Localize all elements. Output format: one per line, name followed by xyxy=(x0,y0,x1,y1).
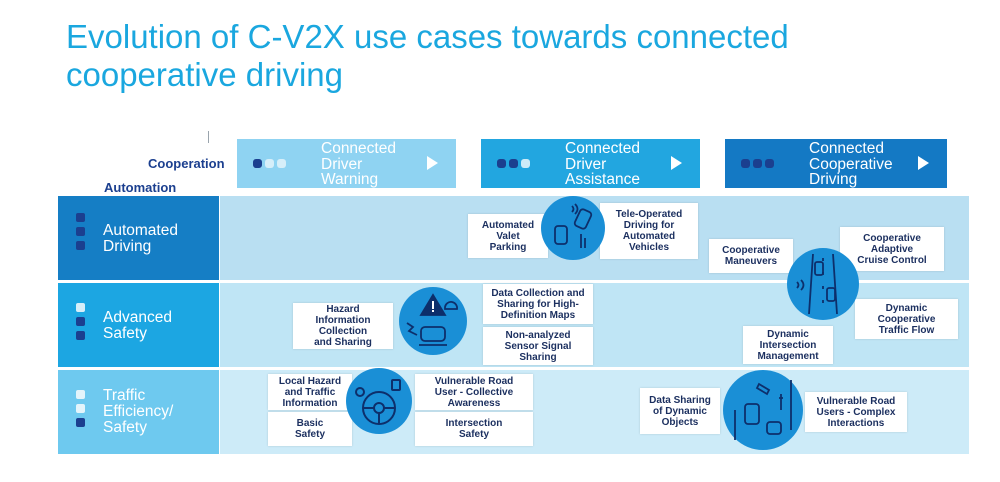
use-case-data-collection-hd-maps: Data Collection and Sharing for High- De… xyxy=(483,284,593,324)
row-label-text: Automated Driving xyxy=(103,222,178,255)
warning-cloud-icon xyxy=(399,287,467,355)
use-case-cooperative-adaptive-cruise-control: Cooperative Adaptive Cruise Control xyxy=(840,227,944,271)
parking-car-icon xyxy=(541,196,605,260)
use-case-data-sharing-dynamic-objects: Data Sharing of Dynamic Objects xyxy=(640,388,720,434)
cooperation-axis-label: Cooperation xyxy=(148,156,225,171)
phase-label: Connected Cooperative Driving xyxy=(809,140,893,188)
use-case-intersection-safety: Intersection Safety xyxy=(415,412,533,446)
use-case-non-analyzed-sensor-signal: Non-analyzed Sensor Signal Sharing xyxy=(483,327,593,365)
row-label-traffic-efficiency: Traffic Efficiency/ Safety xyxy=(58,370,219,454)
arrow-right-icon xyxy=(671,156,682,170)
driver-wheel-icon xyxy=(346,368,412,434)
use-case-dynamic-intersection-management: Dynamic Intersection Management xyxy=(743,326,833,364)
arrow-right-icon xyxy=(918,156,929,170)
phase-label: Connected Driver Assistance xyxy=(565,140,640,188)
page-title: Evolution of C-V2X use cases towards con… xyxy=(66,18,789,93)
use-case-vru-collective-awareness: Vulnerable Road User - Collective Awaren… xyxy=(415,374,533,410)
phase-connected-driver-warning: Connected Driver Warning xyxy=(237,139,456,188)
use-case-tele-operated-driving: Tele-Operated Driving for Automated Vehi… xyxy=(600,203,698,259)
use-case-basic-safety: Basic Safety xyxy=(268,412,352,446)
phase-connected-driver-assistance: Connected Driver Assistance xyxy=(481,139,700,188)
automation-axis-label: Automation xyxy=(104,180,177,195)
row-label-advanced-safety: Advanced Safety xyxy=(58,283,219,367)
intersection-cars-icon xyxy=(723,370,803,450)
row-level-dots xyxy=(76,213,85,250)
highway-cars-icon xyxy=(787,248,859,320)
axis-divider xyxy=(208,131,209,143)
row-level-dots xyxy=(76,390,85,427)
use-case-vru-complex-interactions: Vulnerable Road Users - Complex Interact… xyxy=(805,392,907,432)
use-case-automated-valet-parking: Automated Valet Parking xyxy=(468,214,548,258)
row-level-dots xyxy=(76,303,85,340)
row-label-text: Advanced Safety xyxy=(103,309,172,342)
phase-label: Connected Driver Warning xyxy=(321,140,396,188)
use-case-dynamic-cooperative-traffic-flow: Dynamic Cooperative Traffic Flow xyxy=(855,299,958,339)
phase-level-dots xyxy=(497,159,530,168)
row-label-text: Traffic Efficiency/ Safety xyxy=(103,387,174,436)
phase-level-dots xyxy=(741,159,774,168)
arrow-right-icon xyxy=(427,156,438,170)
phase-level-dots xyxy=(253,159,286,168)
phase-connected-cooperative-driving: Connected Cooperative Driving xyxy=(725,139,947,188)
use-case-cooperative-maneuvers: Cooperative Maneuvers xyxy=(709,239,793,273)
use-case-local-hazard-traffic-info: Local Hazard and Traffic Information xyxy=(268,374,352,410)
row-label-automated-driving: Automated Driving xyxy=(58,196,219,280)
use-case-hazard-information: Hazard Information Collection and Sharin… xyxy=(293,303,393,349)
